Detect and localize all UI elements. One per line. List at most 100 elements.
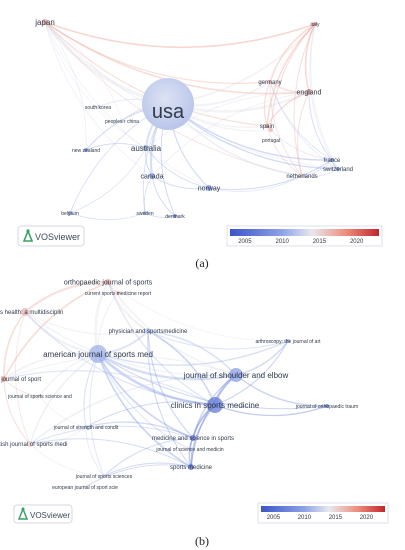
b-label-european-journal-of-sport-scie: european journal of sport scie: [52, 485, 118, 491]
b-edge-american-journal-of-sports-med-medicine-and-science-in-sports: [97, 353, 194, 439]
b-label-journal-of-science-and-medicin: journal of science and medicin: [155, 447, 223, 453]
a-label-sweden: sweden: [136, 211, 153, 217]
a-edge-japan-canada: [44, 21, 153, 177]
a-node-england[interactable]: [306, 89, 312, 95]
b-node-arthroscopy-the-journal-of-art[interactable]: [286, 339, 290, 343]
b-edge-american-journal-of-sports-med-sports-medicine: [97, 353, 192, 468]
b-node-international-journal-of-sport[interactable]: [1, 376, 7, 382]
a-label-italy: italy: [311, 22, 320, 28]
a-label-france: france: [324, 158, 341, 164]
a-label-japan: japan: [34, 18, 55, 27]
a-node-spain[interactable]: [265, 124, 269, 128]
a-edge-germany-france: [269, 81, 333, 161]
b-edge-orthopaedic-journal-of-sports-international-journal-of-sport: [3, 281, 109, 380]
panel-b-caption: (b): [195, 534, 209, 548]
a-node-australia[interactable]: [143, 145, 149, 151]
a-label-spain: spain: [260, 124, 274, 130]
b-node-journal-of-science-and-medicin[interactable]: [188, 447, 192, 451]
b-node-clinics-in-sports-medicine[interactable]: [207, 397, 223, 413]
a-edge-netherlands-france: [301, 159, 333, 177]
a-node-peoples-r-china[interactable]: [120, 119, 124, 123]
b-edge-american-journal-of-sports-med-british-journal-of-sports-medi: [29, 353, 99, 445]
b-edge-sports-medicine-european-journal-of-sport-scie: [84, 464, 192, 488]
a-scale-tick-2005: 2005: [238, 239, 252, 245]
a-node-france[interactable]: [330, 158, 334, 162]
a-label-canada: canada: [141, 173, 164, 180]
b-node-sports-medicine[interactable]: [188, 464, 194, 470]
a-node-japan[interactable]: [42, 19, 48, 25]
a-scale-tick-2010: 2010: [275, 239, 289, 245]
b-node-physician-and-sportsmedicine[interactable]: [145, 328, 151, 334]
b-scale-tick-2005: 2005: [267, 515, 281, 521]
b-node-american-journal-of-sports-med[interactable]: [89, 345, 107, 363]
b-edge-orthopaedic-journal-of-sports-sports-health-a-multidisciplin: [23, 280, 110, 314]
b-edge-physician-and-sportsmedicine-medicine-and-science-in-sports: [147, 330, 194, 439]
a-edge-belgium-sweden: [69, 212, 146, 221]
b-label-medicine-and-science-in-sports: medicine and science in sports: [152, 436, 234, 442]
b-label-international-journal-of-sport: international journal of sport: [0, 377, 41, 383]
a-node-netherlands[interactable]: [300, 174, 304, 178]
a-edge-canada-denmark: [151, 175, 176, 217]
b-edge-journal-of-shoulder-and-elbow-sports-medicine: [190, 374, 237, 468]
b-label-current-sports-medicine-report: current sports medicine report: [85, 291, 152, 297]
a-edge-netherlands-switzerland: [301, 168, 339, 178]
a-node-sweden[interactable]: [143, 211, 147, 215]
panel-a-vosviewer-logo: VOSviewer: [17, 225, 85, 247]
b-label-clinics-in-sports-medicine: clinics in sports medicine: [171, 401, 260, 410]
b-node-sports-health-a-multidisciplin[interactable]: [21, 308, 29, 316]
b-edge-journal-of-sports-science-and-journal-of-strength-and-condit: [39, 395, 87, 428]
a-edge-japan-norway: [44, 21, 210, 189]
b-label-journal-of-shoulder-and-elbow: journal of shoulder and elbow: [183, 371, 289, 380]
a-edge-germany-netherlands: [269, 81, 303, 177]
a-label-switzerland: switzerland: [323, 167, 353, 173]
b-node-medicine-and-science-in-sports[interactable]: [190, 435, 196, 441]
a-node-belgium[interactable]: [68, 211, 72, 215]
b-edge-sports-health-a-multidisciplin-physician-and-sportsmedicine: [24, 311, 149, 336]
a-edge-new-zealand-japan: [44, 21, 87, 151]
b-label-journal-of-sports-science-and: journal of sports science and: [7, 394, 72, 400]
a-node-denmark[interactable]: [173, 214, 177, 218]
a-edge-england-switzerland: [308, 91, 339, 170]
a-node-new-zealand[interactable]: [84, 148, 88, 152]
a-node-south-korea[interactable]: [96, 105, 100, 109]
b-node-british-journal-of-sports-medi[interactable]: [27, 441, 33, 447]
b-label-sports-health-a-multidisciplin: sports health: a multidisciplin: [0, 310, 63, 316]
a-node-canada[interactable]: [149, 173, 155, 179]
b-edge-american-journal-of-sports-med-international-journal-of-sport: [3, 352, 99, 380]
b-node-journal-of-sports-science-and[interactable]: [38, 394, 42, 398]
b-label-american-journal-of-sports-med: american journal of sports med: [43, 350, 153, 359]
b-node-european-journal-of-sport-scie[interactable]: [83, 485, 87, 489]
b-edge-orthopaedic-journal-of-sports-journal-of-shoulder-and-elbow: [107, 281, 237, 376]
b-edge-journal-of-shoulder-and-elbow-british-journal-of-sports-medi: [29, 374, 237, 445]
a-edge-spain-netherlands: [266, 125, 303, 177]
b-edge-sports-medicine-journal-of-sports-sciences: [103, 462, 192, 477]
b-node-orthopaedic-journal-of-sports[interactable]: [105, 279, 111, 285]
a-node-portugal[interactable]: [269, 128, 273, 132]
b-edge-physician-and-sportsmedicine-arthroscopy-the-journal-of-art: [147, 330, 289, 350]
a-edge-italy-netherlands: [293, 23, 316, 177]
b-edge-sports-health-a-multidisciplin-clinics-in-sports-medicine: [24, 311, 216, 406]
vosviewer-logo-icon: [17, 506, 29, 520]
a-node-italy[interactable]: [313, 22, 317, 26]
b-node-journal-of-sports-sciences[interactable]: [102, 474, 106, 478]
a-edge-peoples-r-china-japan: [44, 21, 123, 122]
a-edge-japan-germany: [44, 21, 271, 84]
b-edge-journal-of-shoulder-and-elbow-international-journal-of-sport: [3, 355, 237, 380]
a-edge-germany-england: [269, 81, 310, 94]
a-node-usa[interactable]: [142, 78, 194, 130]
a-node-switzerland[interactable]: [336, 167, 340, 171]
a-node-germany[interactable]: [268, 80, 272, 84]
a-edge-england-spain: [266, 91, 310, 127]
a-node-norway[interactable]: [206, 185, 212, 191]
a-edge-japan-australia: [44, 21, 147, 149]
b-node-journal-of-orthopaedic-traum[interactable]: [325, 404, 329, 408]
b-scale-tick-2020: 2020: [360, 515, 374, 521]
panel-b-logo-text: VOSviewer: [30, 511, 70, 520]
b-edge-orthopaedic-journal-of-sports-arthroscopy-the-journal-of-art: [107, 281, 289, 342]
b-node-journal-of-shoulder-and-elbow[interactable]: [229, 368, 243, 382]
b-node-journal-of-strength-and-condit[interactable]: [84, 425, 88, 429]
b-edge-american-journal-of-sports-med-journal-of-sports-sciences: [89, 353, 105, 477]
b-node-current-sports-medicine-report[interactable]: [116, 291, 120, 295]
b-edge-american-journal-of-sports-med-clinics-in-sports-medicine: [96, 352, 217, 407]
